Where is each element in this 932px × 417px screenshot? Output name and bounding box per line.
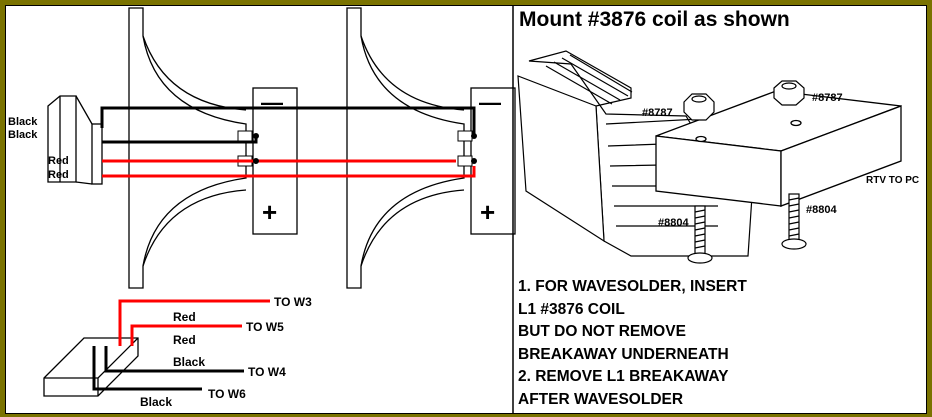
minus-label-left: — — [261, 90, 283, 115]
part-label-nut-right: #8787 — [812, 92, 843, 104]
right-panel-title: Mount #3876 coil as shown — [519, 8, 790, 31]
instruction-line: BUT DO NOT REMOVE — [518, 323, 686, 341]
connector-bottom — [43, 337, 139, 397]
diagram-frame: — + — + Black Black Red Red Red Red Blac… — [5, 5, 927, 414]
instruction-line: AFTER WAVESOLDER — [518, 390, 684, 408]
instruction-line: 1. FOR WAVESOLDER, INSERT — [518, 278, 747, 295]
horn-right — [346, 7, 465, 289]
part-label-screw-left: #8804 — [658, 217, 689, 229]
bottom-label-black-2: Black — [140, 395, 172, 409]
wire-red-2 — [102, 166, 476, 178]
screw-right — [781, 193, 807, 250]
top-label-black-2: Black — [8, 129, 38, 141]
mount-bracket — [655, 90, 902, 207]
wire-bottom-black-w6 — [92, 346, 202, 391]
minus-label-right: — — [479, 90, 501, 115]
magnet-block-right — [470, 87, 516, 235]
part-label-rtv: RTV TO PC — [866, 175, 919, 186]
horn-left — [128, 7, 247, 289]
top-label-red-2: Red — [48, 169, 69, 181]
dest-label-w5: TO W5 — [246, 320, 284, 334]
connector-top — [47, 95, 103, 185]
instruction-line: BREAKAWAY UNDERNEATH — [518, 345, 729, 363]
instructions-block: 1. FOR WAVESOLDER, INSERT L1 #3876 COIL … — [518, 276, 747, 412]
dest-label-w4: TO W4 — [248, 365, 286, 379]
bottom-label-red-2: Red — [173, 333, 196, 347]
part-label-screw-right: #8804 — [806, 204, 837, 216]
plus-label-left: + — [262, 197, 277, 227]
plus-label-right: + — [480, 197, 495, 227]
bottom-label-black-1: Black — [173, 355, 205, 369]
dest-label-w3: TO W3 — [274, 295, 312, 309]
dest-label-w6: TO W6 — [208, 387, 246, 401]
instruction-line: L1 #3876 COIL — [518, 300, 625, 318]
diagram-canvas: — + — + Black Black Red Red Red Red Blac… — [8, 6, 919, 413]
wire-bottom-red-w3 — [118, 299, 270, 346]
wire-bottom-red-w5 — [130, 324, 242, 346]
wire-black-1 — [100, 106, 476, 136]
top-label-red-1: Red — [48, 155, 69, 167]
nut-left — [683, 93, 715, 121]
part-label-nut-left: #8787 — [642, 107, 673, 119]
solder-dots — [253, 133, 477, 164]
wire-bottom-black-w4 — [104, 346, 244, 373]
nut-right — [773, 80, 805, 106]
screw-left — [687, 205, 713, 264]
bottom-label-red-1: Red — [173, 310, 196, 324]
wires-bottom — [92, 299, 270, 391]
instruction-line: 2. REMOVE L1 BREAKAWAY — [518, 368, 729, 386]
top-label-black-1: Black — [8, 116, 38, 128]
